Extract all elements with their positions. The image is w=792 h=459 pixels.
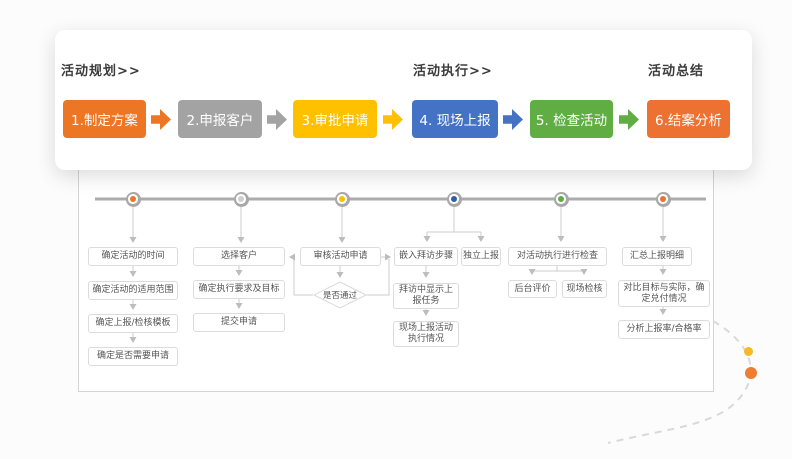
decor-dot-orange xyxy=(745,367,757,379)
timeline-node-6 xyxy=(655,191,671,207)
flow-box-compare-target: 对比目标与实际，确定兑付情况 xyxy=(618,280,710,307)
flow-box-exec-requirements: 确定执行要求及目标 xyxy=(193,280,285,299)
step-2-box: 2.申报客户 xyxy=(178,100,262,138)
flow-connector-lines xyxy=(129,207,667,343)
flow-box-onsite-report-status: 现场上报活动执行情况 xyxy=(393,321,459,347)
timeline-node-3 xyxy=(334,191,350,207)
timeline-node-ring xyxy=(236,194,246,204)
timeline-node-core xyxy=(660,196,666,202)
timeline-node-5 xyxy=(553,191,569,207)
decor-dashed-arc xyxy=(607,320,752,444)
step-6-box: 6.结案分析 xyxy=(647,100,730,138)
flow-box-activity-scope: 确定活动的适用范围 xyxy=(88,281,178,300)
step-4-box: 4. 现场上报 xyxy=(412,100,498,138)
step-arrow-4-icon xyxy=(503,109,523,130)
decision-diamond-shape xyxy=(312,281,368,309)
timeline-node-ring xyxy=(337,194,347,204)
flow-box-need-apply: 确定是否需要申请 xyxy=(88,347,178,366)
phase-label-planning: 活动规划>> xyxy=(61,64,141,79)
decor-dot-yellow xyxy=(744,347,753,356)
step-arrow-3-icon xyxy=(383,109,403,130)
flow-box-check-execution: 对活动执行进行检查 xyxy=(508,247,607,266)
flow-box-onsite-check: 现场检核 xyxy=(562,280,607,298)
flow-box-independent-report: 独立上报 xyxy=(461,247,501,266)
step-arrow-5-icon xyxy=(619,109,639,130)
step-5-box: 5. 检查活动 xyxy=(530,100,613,138)
step-arrow-2-icon xyxy=(267,109,287,130)
step-1-box: 1.制定方案 xyxy=(63,100,146,138)
flow-box-report-template: 确定上报/检核模板 xyxy=(88,314,178,333)
timeline-node-1 xyxy=(125,191,141,207)
flow-box-submit-apply: 提交申请 xyxy=(193,313,285,332)
flow-box-embed-visit-steps: 嵌入拜访步骤 xyxy=(394,247,458,266)
flow-box-select-customer: 选择客户 xyxy=(193,247,285,266)
flow-box-analyze-rates: 分析上报率/合格率 xyxy=(618,320,710,339)
step-3-box: 3.审批申请 xyxy=(293,100,377,138)
flow-box-review-application: 审核活动申请 xyxy=(300,247,381,266)
decision-pass-label: 是否通过 xyxy=(322,291,357,301)
timeline-node-ring xyxy=(128,194,138,204)
flow-box-activity-time: 确定活动的时间 xyxy=(88,247,178,266)
phase-label-execution: 活动执行>> xyxy=(413,64,493,79)
flow-box-summary-details: 汇总上报明细 xyxy=(622,247,692,266)
timeline-node-core xyxy=(451,196,457,202)
timeline-node-4 xyxy=(446,191,462,207)
step-arrow-1-icon xyxy=(151,109,171,130)
flow-box-backend-review: 后台评价 xyxy=(508,280,557,298)
timeline-node-core xyxy=(558,196,564,202)
timeline-node-2 xyxy=(233,191,249,207)
timeline-node-core xyxy=(339,196,345,202)
timeline-node-ring xyxy=(658,194,668,204)
timeline-node-core xyxy=(130,196,136,202)
timeline-node-ring xyxy=(556,194,566,204)
flow-box-visit-show-task: 拜访中显示上报任务 xyxy=(393,283,459,309)
process-overview-card: 活动规划>> 活动执行>> 活动总结 1.制定方案 2.申报客户 3.审批申请 … xyxy=(55,30,752,170)
timeline-node-ring xyxy=(449,194,459,204)
timeline-node-core xyxy=(238,196,244,202)
phase-label-summary: 活动总结 xyxy=(648,64,705,79)
